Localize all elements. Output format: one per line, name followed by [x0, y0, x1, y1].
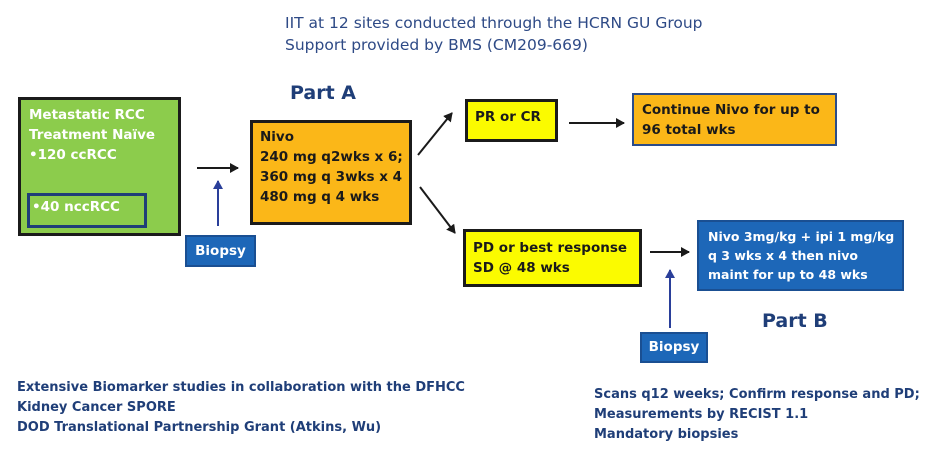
arrow-parta-to-responder: [417, 112, 453, 156]
nonresponder-line-2: SD @ 48 wks: [473, 260, 570, 276]
header-line-1: IIT at 12 sites conducted through the HC…: [285, 14, 703, 32]
nonresponder-box: PD or best response SD @ 48 wks: [463, 229, 642, 287]
footer-left-line-3: DOD Translational Partnership Grant (Atk…: [17, 420, 382, 435]
part-a-line-1: Nivo: [260, 129, 295, 145]
biopsy-label-1: Biopsy: [185, 235, 256, 267]
responder-label: PR or CR: [475, 109, 541, 125]
header-line-2: Support provided by BMS (CM209-669): [285, 36, 588, 54]
continue-box: Continue Nivo for up to 96 total wks: [632, 93, 837, 146]
part-a-label: Part A: [290, 82, 357, 104]
header: IIT at 12 sites conducted through the HC…: [285, 12, 703, 56]
biopsy-label-2: Biopsy: [640, 332, 708, 363]
population-bullet-ccrcc: •120 ccRCC: [29, 147, 117, 163]
footer-right-line-2: Measurements by RECIST 1.1: [594, 407, 809, 422]
population-bullet-nccrcc: •40 nccRCC: [27, 193, 147, 228]
part-a-line-3: 360 mg q 3wks x 4: [260, 169, 403, 185]
footer-left: Extensive Biomarker studies in collabora…: [17, 378, 465, 438]
part-b-label: Part B: [762, 310, 828, 332]
part-b-box: Nivo 3mg/kg + ipi 1 mg/kg q 3 wks x 4 th…: [697, 220, 904, 291]
continue-line-1: Continue Nivo for up to: [642, 102, 820, 118]
footer-right-line-3: Mandatory biopsies: [594, 427, 739, 442]
footer-right-line-1: Scans q12 weeks; Confirm response and PD…: [594, 387, 920, 402]
nonresponder-line-1: PD or best response: [473, 240, 628, 256]
footer-left-line-1: Extensive Biomarker studies in collabora…: [17, 380, 465, 395]
part-b-line-1: Nivo 3mg/kg + ipi 1 mg/kg: [708, 229, 895, 244]
population-line-1: Metastatic RCC: [29, 107, 145, 123]
footer-left-line-2: Kidney Cancer SPORE: [17, 400, 176, 415]
part-b-line-3: maint for up to 48 wks: [708, 267, 868, 282]
part-b-line-2: q 3 wks x 4 then nivo: [708, 248, 858, 263]
footer-right: Scans q12 weeks; Confirm response and PD…: [594, 385, 920, 445]
population-line-2: Treatment Naïve: [29, 127, 156, 143]
arrow-parta-to-nonresponder: [419, 186, 456, 234]
part-a-line-4: 480 mg q 4 wks: [260, 189, 380, 205]
part-a-line-2: 240 mg q2wks x 6;: [260, 149, 403, 165]
population-box: Metastatic RCC Treatment Naïve •120 ccRC…: [18, 97, 181, 236]
responder-box: PR or CR: [465, 99, 558, 142]
continue-line-2: 96 total wks: [642, 122, 736, 138]
part-a-box: Nivo 240 mg q2wks x 6; 360 mg q 3wks x 4…: [250, 120, 412, 225]
